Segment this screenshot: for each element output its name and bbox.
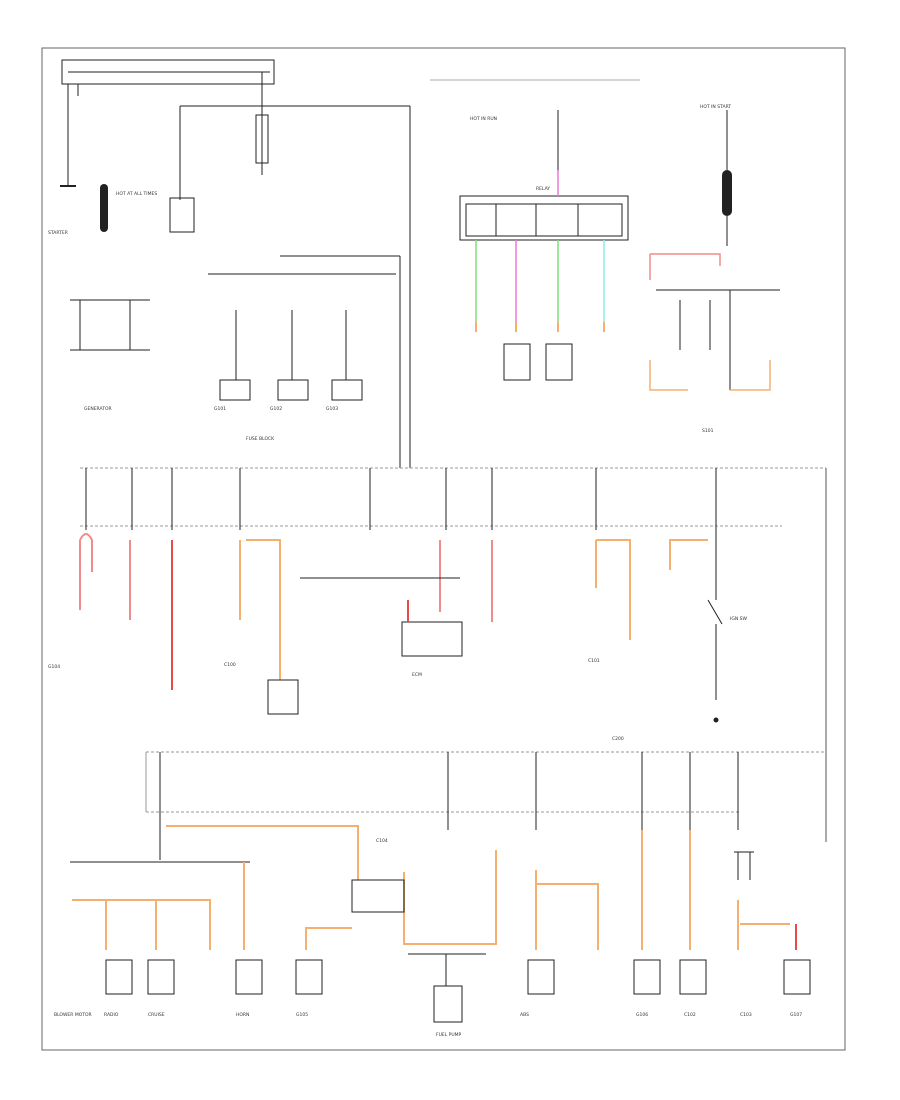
c200-label: C200 bbox=[612, 736, 624, 742]
c100-label: C100 bbox=[224, 662, 236, 668]
g106-label: G106 bbox=[636, 1012, 648, 1018]
fuse-block-label: FUSE BLOCK bbox=[246, 436, 275, 442]
abs-label: ABS bbox=[520, 1012, 529, 1018]
coil-icon bbox=[100, 184, 108, 232]
c104-label: C104 bbox=[376, 838, 388, 844]
cruise-label: CRUISE bbox=[148, 1012, 165, 1018]
relay-block bbox=[459, 110, 629, 241]
c103-label: C103 bbox=[740, 1012, 752, 1018]
g104-label: G104 bbox=[48, 664, 60, 670]
fuse-drops bbox=[85, 468, 717, 530]
g107-label: G107 bbox=[790, 1012, 802, 1018]
splice-dot bbox=[713, 717, 719, 723]
center-fuse-group bbox=[208, 255, 401, 468]
c102-label: C102 bbox=[684, 1012, 696, 1018]
lower-components bbox=[105, 851, 811, 1023]
wire-pink-fuse1 bbox=[79, 533, 93, 610]
diagram-border bbox=[41, 47, 846, 1051]
battery-starter-section bbox=[60, 59, 411, 468]
wire-orange-lower-3 bbox=[305, 927, 352, 950]
wire-orange-right-relay bbox=[649, 360, 771, 391]
g102-label: G102 bbox=[270, 406, 282, 412]
right-relay-section bbox=[656, 110, 780, 390]
g105-label: G105 bbox=[296, 1012, 308, 1018]
ign-sw-label: IGN SW bbox=[730, 616, 747, 622]
wire-orange-lower-9 bbox=[737, 900, 790, 950]
hot-in-start-label: HOT IN START bbox=[700, 104, 731, 110]
c101-label: C101 bbox=[588, 658, 600, 664]
wire-orange-lower-left bbox=[72, 899, 211, 950]
right-coil bbox=[722, 170, 732, 216]
relay-label: RELAY bbox=[536, 186, 550, 192]
hot-at-all-times-label: HOT AT ALL TIMES bbox=[116, 191, 157, 197]
wire-orange-fuse4 bbox=[246, 539, 281, 680]
g103-label: G103 bbox=[326, 406, 338, 412]
starter-label: STARTER bbox=[48, 230, 68, 236]
g101-label: G101 bbox=[214, 406, 226, 412]
wire-orange-fuse9 bbox=[669, 539, 708, 570]
ground-switch bbox=[70, 299, 150, 351]
wire-orange-lower-6 bbox=[535, 870, 599, 950]
wire-orange-lower-4 bbox=[403, 850, 497, 945]
ecm-label: ECM bbox=[412, 672, 422, 678]
lower-fuse-drops bbox=[159, 752, 739, 860]
wire-orange-fuse8 bbox=[595, 539, 631, 640]
middle-components bbox=[267, 530, 723, 715]
wire-orange-lower-main bbox=[166, 825, 359, 880]
hot-in-run-label: HOT IN RUN bbox=[470, 116, 497, 122]
blower-motor-label: BLOWER MOTOR bbox=[54, 1012, 92, 1018]
splice-label: S101 bbox=[702, 428, 714, 434]
horn-label: HORN bbox=[236, 1012, 249, 1018]
fuel-pump-label: FUEL PUMP bbox=[436, 1032, 462, 1038]
radio-label: RADIO bbox=[104, 1012, 119, 1018]
relay-outputs bbox=[475, 322, 605, 332]
relay-loads bbox=[503, 343, 573, 381]
wire-pink-right bbox=[649, 253, 721, 280]
generator-label: GENERATOR bbox=[84, 406, 112, 412]
